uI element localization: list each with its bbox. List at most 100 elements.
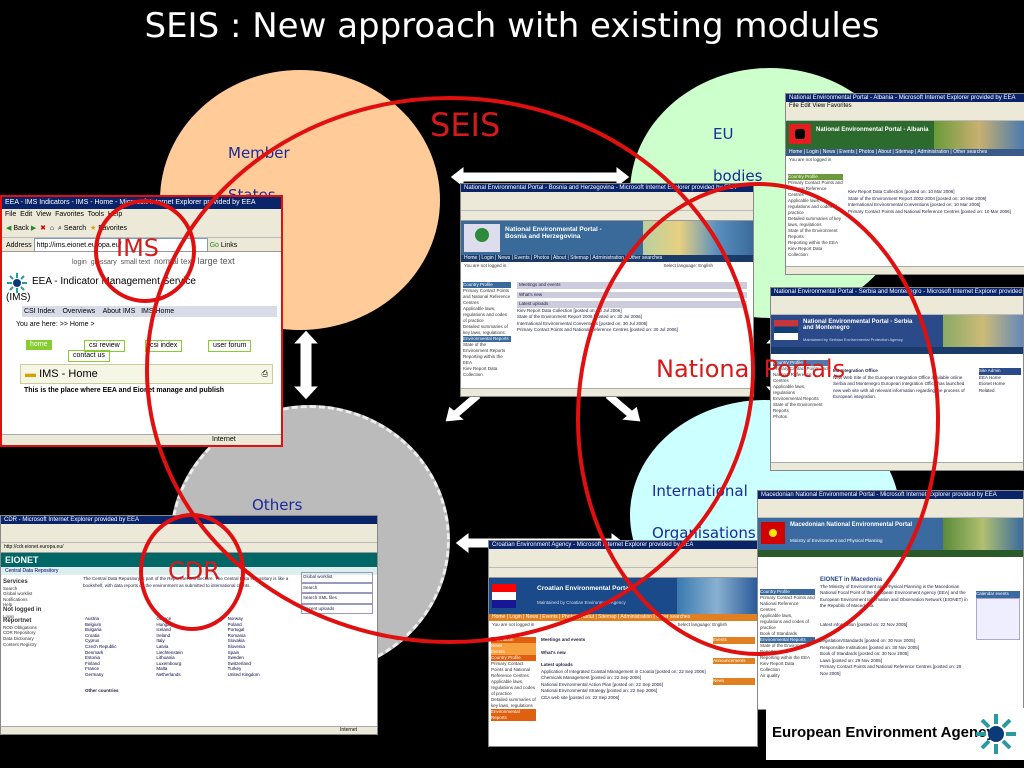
- latest-uploads: Kiev Report Data Collection [posted on: …: [848, 189, 1018, 215]
- login-status: You are not logged in Select language: E…: [464, 263, 713, 268]
- list-item: Laws [posted on: 29 Nov 2005]: [820, 657, 883, 663]
- status-bar: [771, 462, 1023, 470]
- croatia-portal-window[interactable]: Croatian Environment Agency - Microsoft …: [488, 540, 758, 747]
- status-bar: [786, 266, 1024, 274]
- bosnia-logo-icon: [464, 224, 500, 252]
- others-label: Others: [252, 496, 303, 514]
- albania-flag-icon: [789, 124, 811, 144]
- address-bar[interactable]: [489, 568, 757, 578]
- list-item: Chemicals Management [posted on: 22 Sep …: [541, 675, 642, 680]
- status-bar: [461, 388, 753, 396]
- favorites-icon[interactable]: ★: [89, 225, 97, 232]
- menu-favorites[interactable]: Favorites: [55, 211, 84, 218]
- search-button[interactable]: Search: [63, 225, 87, 232]
- status-bar: Internet: [1, 726, 377, 734]
- print-icon[interactable]: ⎙: [261, 369, 268, 378]
- favorites-button[interactable]: Favorites: [98, 225, 128, 232]
- normal-text-link[interactable]: normal text: [154, 257, 194, 266]
- service-name: EEA - Indicator Management Service: [32, 276, 196, 287]
- portal-name: National Environmental Portal - Serbia a…: [803, 319, 913, 331]
- window-titlebar: Macedonian National Environmental Portal…: [758, 491, 1023, 499]
- ims-tabs: CSI Index Overviews About IMS IMS Home: [22, 306, 277, 317]
- menu-bar: [758, 499, 1023, 507]
- macedonia-portal-window[interactable]: Macedonian National Environmental Portal…: [757, 490, 1024, 710]
- list-item: National Environmental Strategy [posted …: [541, 688, 658, 693]
- portal-name: Croatian Environmental Portal: [537, 585, 631, 592]
- subtab-user-forum[interactable]: user forum: [208, 340, 252, 352]
- portal-nav[interactable]: Home | Login | News | Events | Photos | …: [489, 614, 757, 621]
- ims-subtabs: home csi review csi index user forum con…: [20, 340, 273, 362]
- calendar-widget[interactable]: [976, 597, 1020, 640]
- subtab-csi-index[interactable]: csi index: [145, 340, 183, 352]
- go-button[interactable]: Go: [209, 242, 219, 249]
- menu-view[interactable]: View: [36, 211, 52, 218]
- list-item: Primary Contact Points and National Refe…: [820, 664, 962, 676]
- toolbar: [461, 200, 753, 211]
- menu-bar: File Edit View Favorites Tools Help: [2, 209, 281, 221]
- main-content: Meetings and events What's new Latest up…: [541, 637, 709, 701]
- login-status: You are not logged in: [789, 157, 832, 162]
- portal-header: National Environmental Portal - Serbia a…: [771, 315, 1023, 347]
- internet-zone: Internet: [212, 436, 236, 443]
- tab-csi-index[interactable]: CSI Index: [23, 308, 55, 315]
- address-bar[interactable]: [461, 211, 753, 221]
- toolbar: [786, 110, 1024, 121]
- back-button[interactable]: Back: [13, 225, 29, 232]
- portal-name: National Environmental Portal - Albania: [816, 127, 929, 133]
- menu-help[interactable]: Help: [107, 211, 123, 218]
- toolbar: [758, 507, 1023, 518]
- right-panel: Events Announcements News: [713, 637, 755, 685]
- portal-nav[interactable]: [758, 550, 1023, 557]
- portal-header: National Environmental Portal - Albania: [786, 121, 1024, 149]
- cdr-label: CDR: [168, 557, 220, 585]
- tab-about-ims[interactable]: About IMS: [102, 308, 136, 315]
- side-menu: Information News Events Country Profile …: [491, 637, 536, 721]
- portal-nav[interactable]: Home | Login | News | Events | Photos | …: [786, 149, 1024, 156]
- home-icon[interactable]: ⌂: [49, 225, 55, 232]
- cdr-right-panel: Global worklist Search Search XML files …: [301, 572, 373, 614]
- large-text-link[interactable]: large text: [197, 256, 235, 266]
- subtab-csi-review[interactable]: csi review: [84, 340, 125, 352]
- tab-ims-home[interactable]: IMS Home: [141, 308, 175, 315]
- macedonia-flag-icon: [761, 522, 785, 544]
- toolbar: [771, 304, 1023, 315]
- main-content: EIONET in Macedonia The Ministry of Envi…: [820, 577, 970, 677]
- portal-header: Macedonian National Environmental Portal…: [758, 518, 1023, 550]
- ims-label: IMS: [116, 234, 160, 262]
- albania-portal-window[interactable]: National Environmental Portal - Albania …: [785, 93, 1024, 275]
- serbia-flag-icon: [774, 320, 798, 340]
- login-link[interactable]: login: [72, 259, 87, 266]
- list-item: Latest information [posted on: 22 Nov 20…: [820, 621, 908, 627]
- status-bar: Internet: [2, 434, 281, 445]
- portal-name: National Environmental Portal - Bosnia a…: [505, 226, 602, 240]
- stop-icon[interactable]: ✖: [40, 225, 47, 232]
- cdr-window[interactable]: CDR - Microsoft Internet Explorer provid…: [0, 515, 378, 735]
- tab-overviews[interactable]: Overviews: [62, 308, 96, 315]
- header-photos: [943, 315, 1023, 347]
- forward-icon[interactable]: ▶: [30, 225, 37, 232]
- menu-bar: [771, 296, 1023, 304]
- menu-tools[interactable]: Tools: [87, 211, 104, 218]
- main-content: Meetings and events What's new Latest up…: [517, 282, 747, 334]
- subtab-contact-us[interactable]: contact us: [68, 350, 110, 362]
- subtab-home[interactable]: home: [26, 340, 52, 350]
- glossary-link[interactable]: glossary: [90, 259, 117, 266]
- portal-org: Maintained by Croatian Environment Agenc…: [537, 600, 626, 605]
- portal-nav[interactable]: [771, 347, 1023, 354]
- side-menu: Country Profile Primary Contact Points a…: [463, 282, 511, 377]
- back-icon[interactable]: ◀: [6, 225, 12, 232]
- links-button[interactable]: Links: [220, 242, 238, 249]
- list-item: CEA web site [posted on: 22 Sep 2006]: [541, 694, 620, 700]
- ims-window[interactable]: EEA - IMS Indicators - IMS - Home - Micr…: [0, 195, 283, 447]
- portal-nav[interactable]: Home | Login | News | Events | Photos | …: [461, 255, 753, 262]
- calendar-panel: Calendar events: [976, 591, 1020, 640]
- address-bar[interactable]: http://cdr.eionet.europa.eu/: [1, 543, 377, 553]
- search-icon[interactable]: ⌕: [58, 225, 62, 232]
- news-content: EU Integration Office New Web Site of th…: [833, 368, 965, 399]
- portal-header: Croatian Environmental Portal Maintained…: [489, 578, 757, 614]
- menu-edit[interactable]: Edit: [20, 211, 33, 218]
- seis-label: SEIS: [430, 106, 501, 144]
- menu-file[interactable]: File: [5, 211, 17, 218]
- header-photos: [943, 518, 1023, 550]
